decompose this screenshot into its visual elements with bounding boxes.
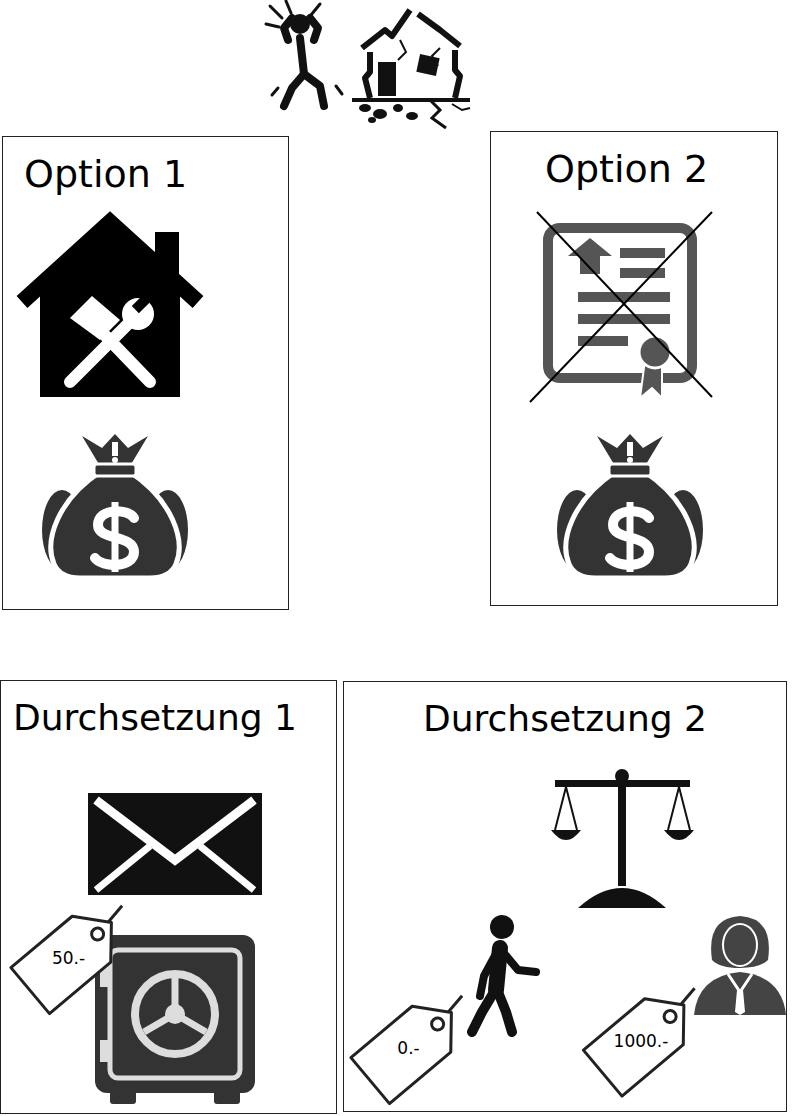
enforcement-panel: Durchsetzung 1 50.-: [0, 680, 337, 1114]
lawyer-icon: [694, 916, 786, 1015]
price-label: 50.-: [52, 949, 85, 968]
tag-hole: [429, 1016, 446, 1033]
repair-house-icon: [22, 222, 198, 397]
price-label: 1000.-: [614, 1032, 669, 1051]
price-tag: 0.-: [346, 986, 471, 1111]
price-tag: 1000.-: [576, 976, 706, 1106]
tag-hole: [662, 1008, 679, 1025]
money-bag-icon: [557, 434, 703, 578]
tag-hole: [89, 926, 106, 943]
option-panel: Option 1: [2, 136, 289, 610]
tag-shape: [351, 990, 471, 1104]
price-tag: 50.-: [6, 896, 131, 1021]
tag-shape: [11, 900, 131, 1014]
panel-heading: Option 1: [24, 154, 187, 196]
enforcement-panel: Durchsetzung 2 0.- 1000.-: [343, 681, 787, 1112]
option-panel: Option 2: [490, 131, 778, 606]
envelope-icon: [88, 793, 262, 895]
panel-heading: Durchsetzung 2: [423, 699, 707, 739]
earthquake-icon: [266, 1, 470, 128]
panel-heading: Durchsetzung 1: [13, 698, 297, 738]
panel-heading: Option 2: [545, 149, 708, 191]
money-bag-icon: [42, 434, 188, 578]
price-label: 0.-: [397, 1039, 419, 1058]
crossed-contract-icon: [530, 212, 712, 402]
walking-person-icon: [472, 915, 536, 1032]
scales-icon: [551, 769, 694, 908]
safe-icon: [95, 935, 255, 1104]
tag-shape: [583, 982, 703, 1096]
